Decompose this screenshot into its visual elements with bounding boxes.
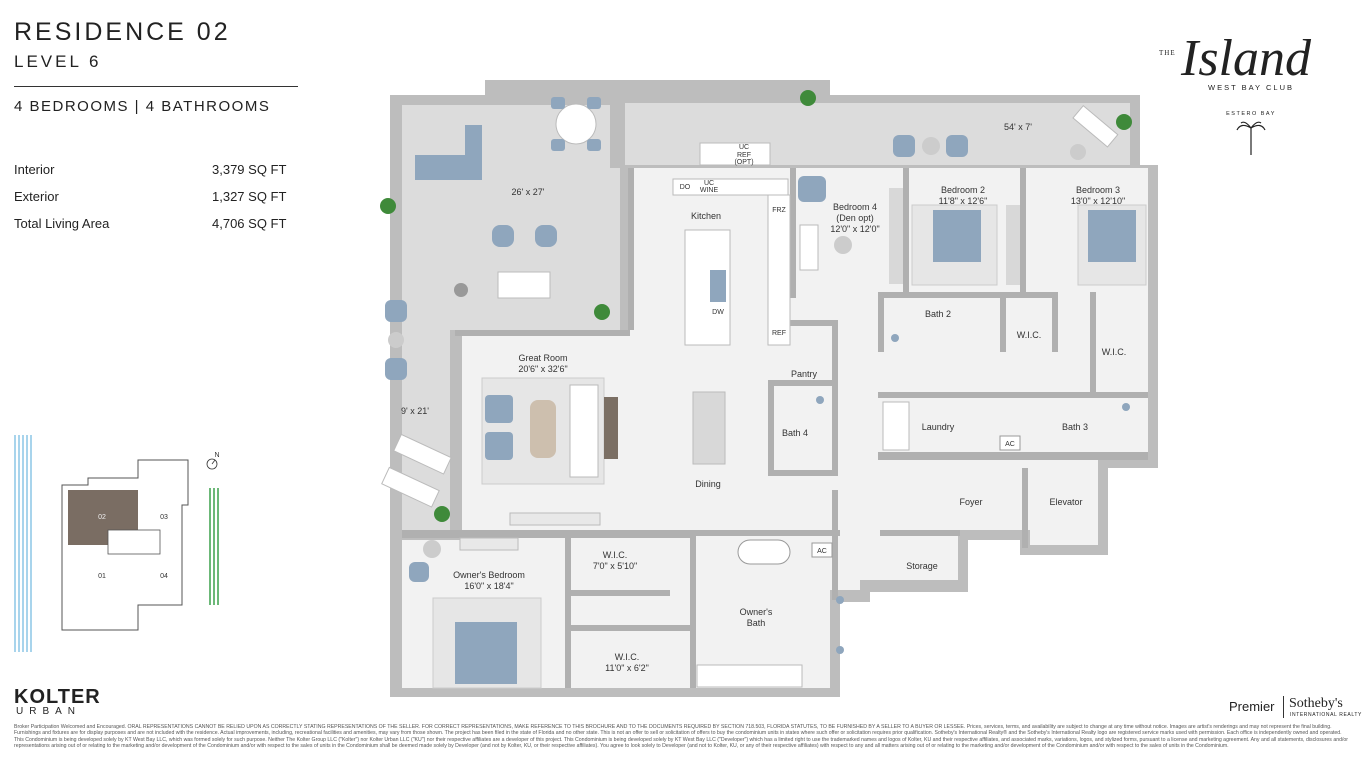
dw-label: DW bbox=[712, 309, 724, 316]
kolter-logo: KOLTER bbox=[14, 686, 101, 708]
uc-ref-label-3: (OPT) bbox=[734, 159, 753, 166]
frz-label: FRZ bbox=[772, 207, 786, 214]
stat-exterior-label: Exterior bbox=[14, 189, 59, 204]
storage-label: Storage bbox=[906, 561, 938, 571]
dining-table-icon bbox=[692, 391, 726, 465]
the-island-logo: THE Island WEST BAY CLUB ESTERO BAY bbox=[1159, 30, 1312, 155]
pantry-label: Pantry bbox=[791, 369, 818, 379]
stat-interior-label: Interior bbox=[14, 162, 55, 177]
dining-label: Dining bbox=[695, 479, 721, 489]
elevator-label: Elevator bbox=[1049, 497, 1082, 507]
bedroom4-label: Bedroom 4 bbox=[833, 202, 877, 212]
owners-bath-label-1: Owner's bbox=[740, 607, 773, 617]
wic-owner1-label: W.I.C. bbox=[603, 550, 628, 560]
bed-icon bbox=[455, 622, 517, 684]
level-label: LEVEL 6 bbox=[14, 52, 102, 71]
coffee-table-icon bbox=[530, 400, 556, 458]
beds-baths-label: 4 BEDROOMS | 4 BATHROOMS bbox=[14, 98, 271, 115]
planter-icon bbox=[454, 283, 468, 297]
key-plan-unit-03: 03 bbox=[160, 514, 168, 521]
bedroom2-dim: 11'8" x 12'6" bbox=[939, 196, 988, 206]
stat-exterior-value: 1,327 SQ FT bbox=[212, 189, 287, 204]
outdoor-sofa-icon bbox=[415, 125, 482, 180]
great-room-label: Great Room bbox=[518, 353, 567, 363]
bedroom3-dim: 13'0" x 12'10" bbox=[1071, 196, 1125, 206]
stat-interior-value: 3,379 SQ FT bbox=[212, 162, 287, 177]
legal-disclaimer: Broker Participation Welcomed and Encour… bbox=[14, 724, 1349, 749]
uc-ref-label-1: UC bbox=[739, 144, 749, 151]
key-plan-unit-01: 01 bbox=[98, 573, 106, 580]
bedroom4-dim: 12'0" x 12'0" bbox=[830, 224, 879, 234]
do-label: DO bbox=[680, 184, 691, 191]
key-plan-unit-04: 04 bbox=[160, 573, 168, 580]
bedroom4-sub: (Den opt) bbox=[836, 213, 874, 223]
logo-divider bbox=[1283, 696, 1284, 718]
residence-title: RESIDENCE 02 bbox=[14, 18, 231, 46]
floor-plan: 26' x 27' 54' x 7' 9' x 21' Kitchen DO U… bbox=[380, 80, 1158, 697]
ac2-label: AC bbox=[817, 548, 827, 555]
ac-unit-1 bbox=[999, 435, 1021, 451]
owners-bedroom-dim: 16'0" x 18'4" bbox=[464, 581, 513, 591]
bedroom3-label: Bedroom 3 bbox=[1076, 185, 1120, 195]
tv-console-icon bbox=[604, 397, 618, 459]
logo-location: ESTERO BAY bbox=[1226, 111, 1276, 117]
stat-total-value: 4,706 SQ FT bbox=[212, 216, 287, 231]
premier-label: Premier bbox=[1229, 699, 1275, 714]
uc-ref-label-2: REF bbox=[737, 152, 751, 159]
foyer-label: Foyer bbox=[959, 497, 982, 507]
ac1-label: AC bbox=[1005, 441, 1015, 448]
ref-label: REF bbox=[772, 330, 786, 337]
terrace-right-dim: 54' x 7' bbox=[1004, 122, 1032, 132]
key-plan-unit-02: 02 bbox=[98, 514, 106, 521]
water-lines bbox=[14, 435, 32, 652]
logo-club: WEST BAY CLUB bbox=[1208, 83, 1294, 92]
terrace-top-dim: 26' x 27' bbox=[512, 187, 545, 197]
north-arrow-icon bbox=[206, 458, 218, 470]
great-room-dim: 20'6" x 32'6" bbox=[518, 364, 567, 374]
north-label: N bbox=[214, 452, 219, 459]
kitchen-label: Kitchen bbox=[691, 211, 721, 221]
owners-bath-label-2: Bath bbox=[747, 618, 766, 628]
bedroom2-label: Bedroom 2 bbox=[941, 185, 985, 195]
bath4-label: Bath 4 bbox=[782, 428, 808, 438]
uc-wine-label-1: UC bbox=[704, 180, 714, 187]
sun-lounger-icon bbox=[393, 433, 452, 475]
sothebys-logo: Sotheby's bbox=[1289, 696, 1343, 711]
green-lines bbox=[209, 488, 219, 605]
wic-owner1-dim: 7'0" x 5'10" bbox=[593, 561, 637, 571]
armchair-icon bbox=[485, 395, 513, 423]
palm-tree-icon bbox=[1236, 121, 1266, 155]
key-plan: 02 03 01 04 N bbox=[14, 435, 220, 652]
sothebys-intl: INTERNATIONAL REALTY bbox=[1290, 712, 1362, 718]
wic-owner2-label: W.I.C. bbox=[615, 652, 640, 662]
bath2-label: Bath 2 bbox=[925, 309, 951, 319]
logo-script: Island bbox=[1180, 30, 1312, 87]
ac-unit-2 bbox=[811, 542, 833, 558]
owners-bedroom-label: Owner's Bedroom bbox=[453, 570, 525, 580]
outdoor-bench-icon bbox=[497, 271, 551, 299]
urban-logo: URBAN bbox=[16, 706, 82, 717]
bath3-label: Bath 3 bbox=[1062, 422, 1088, 432]
stat-total-label: Total Living Area bbox=[14, 216, 110, 231]
palm-icon bbox=[800, 90, 816, 106]
furniture bbox=[381, 97, 1147, 689]
chair-icon bbox=[551, 97, 565, 109]
header-divider bbox=[14, 86, 298, 87]
uc-wine-label-2: WINE bbox=[700, 187, 719, 194]
terrace-left-dim: 9' x 21' bbox=[401, 406, 429, 416]
sofa-icon bbox=[569, 384, 599, 478]
palm-plants bbox=[380, 90, 1132, 522]
laundry-label: Laundry bbox=[922, 422, 955, 432]
logo-the: THE bbox=[1159, 49, 1176, 57]
wic-b-label: W.I.C. bbox=[1102, 347, 1127, 357]
key-plan-core bbox=[107, 529, 161, 555]
wic-a-label: W.I.C. bbox=[1017, 330, 1042, 340]
wic-owner2-dim: 11'0" x 6'2" bbox=[605, 663, 649, 673]
bathtub-icon bbox=[737, 539, 791, 565]
lounge-chair-icon bbox=[492, 225, 514, 247]
